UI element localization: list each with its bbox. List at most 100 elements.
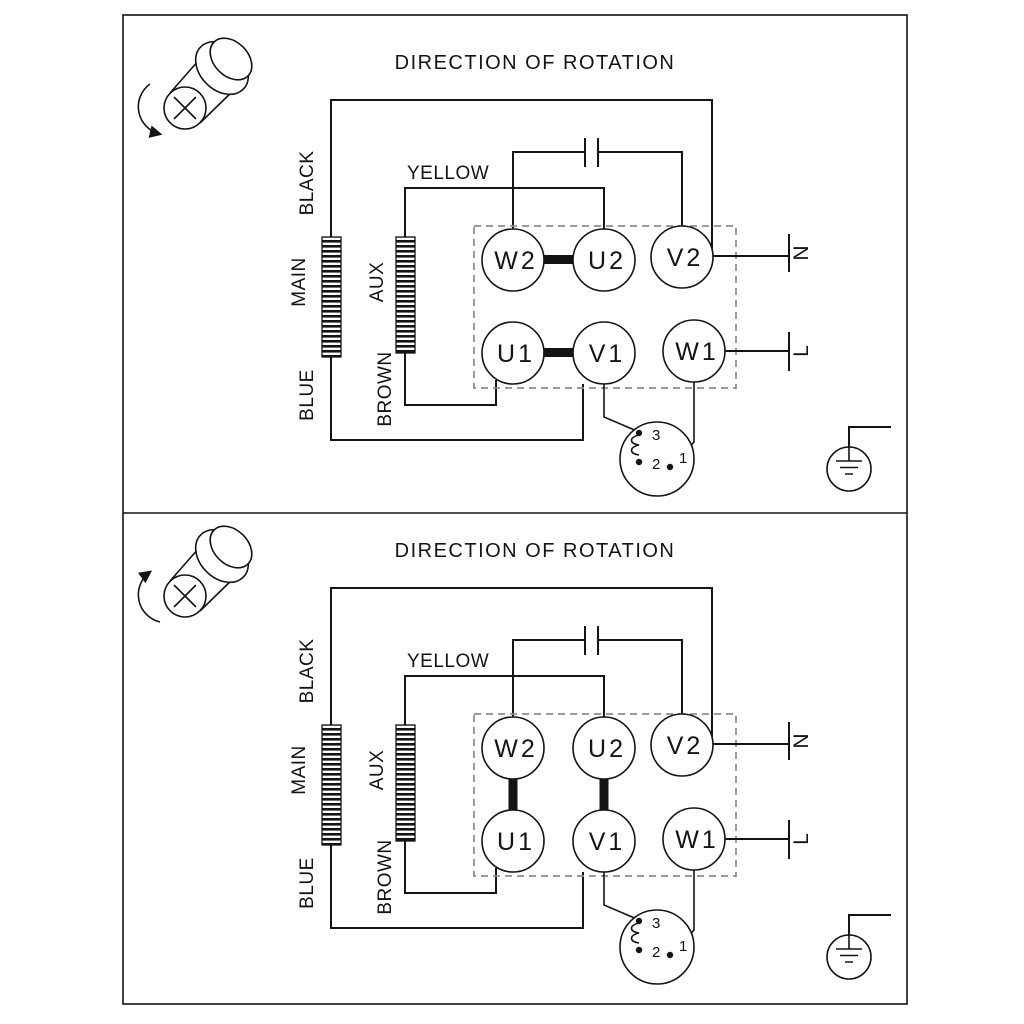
bridge-w2-u1 [508, 777, 518, 812]
terminal-w2: W2 [481, 228, 545, 292]
pin1-label: 1 [679, 450, 687, 467]
label-neutral: N [790, 245, 813, 260]
terminal-label: U2 [588, 247, 626, 275]
terminal-v1: V1 [572, 809, 636, 873]
main-winding-coil [321, 236, 342, 358]
capacitor [512, 138, 683, 229]
terminal-label: U1 [497, 340, 535, 368]
pin1-label: 1 [679, 938, 687, 955]
bridge-u1-v1 [544, 348, 573, 357]
terminal-label: U2 [588, 735, 626, 763]
wire-yellow [404, 675, 605, 725]
terminal-label: V2 [667, 244, 704, 272]
terminal-u1: U1 [481, 321, 545, 385]
thermal-switch-connector: 3 2 1 [603, 870, 695, 985]
windings-bottom [321, 724, 416, 846]
pin3-label: 3 [652, 915, 660, 932]
motor-flange-face [209, 525, 253, 569]
terminal-u2: U2 [572, 716, 636, 780]
terminal-label: W1 [675, 826, 719, 854]
terminal-u2: U2 [572, 228, 636, 292]
terminal-label: V1 [589, 828, 626, 856]
terminal-u1: U1 [481, 809, 545, 873]
shaft-cross [173, 584, 197, 608]
panel-top: DIRECTION OF ROTATION BLACK MAIN BLUE AU… [137, 37, 891, 497]
panel-bottom: DIRECTION OF ROTATION BLACK MAIN BLUE AU… [137, 525, 891, 985]
label-brown: BROWN [375, 839, 396, 914]
capacitor-wire-left [512, 639, 585, 717]
earth-ground-icon [826, 914, 891, 980]
connector-outline [619, 421, 695, 497]
pin2-label: 2 [652, 944, 660, 961]
pin2-dot [635, 458, 643, 466]
connector-outline [619, 909, 695, 985]
windings-top [321, 236, 416, 358]
terminal-w1: W1 [662, 319, 726, 383]
label-blue: BLUE [297, 857, 318, 909]
label-yellow: YELLOW [407, 651, 489, 672]
terminal-v2: V2 [650, 713, 714, 777]
rotation-arrow-cw [137, 83, 163, 138]
terminal-label: W2 [494, 735, 538, 763]
wire-black [330, 587, 713, 737]
wire-blue [330, 845, 584, 929]
aux-winding-coil [395, 236, 416, 354]
ground-symbol [836, 935, 862, 963]
motor-icon [137, 525, 253, 623]
pin2-dot [635, 946, 643, 954]
thermal-coil [630, 434, 640, 456]
thermal-switch-connector: 3 2 1 [603, 382, 695, 497]
terminal-label: W2 [494, 247, 538, 275]
pin1-dot [666, 951, 674, 959]
wire-brown [404, 841, 497, 894]
pin3-dot [635, 917, 643, 925]
terminal-w2: W2 [481, 716, 545, 780]
terminal-v2: V2 [650, 225, 714, 289]
page-border [122, 14, 908, 1005]
pin2-label: 2 [652, 456, 660, 473]
label-main: MAIN [289, 257, 310, 307]
wire-v1-to-pin3 [603, 384, 638, 432]
capacitor-plates [584, 138, 599, 167]
pin1-dot [666, 463, 674, 471]
label-line: L [790, 833, 813, 845]
supply-neutral: N [713, 234, 813, 272]
label-neutral: N [790, 733, 813, 748]
bridge-u2-v1 [599, 777, 609, 812]
motor-flange-face [209, 37, 253, 81]
wire-yellow [404, 187, 605, 237]
outer-border [122, 14, 908, 1005]
wire-v1-to-pin3 [603, 872, 638, 920]
terminal-label: W1 [675, 338, 719, 366]
terminal-label: V1 [589, 340, 626, 368]
earth-ground-icon [826, 426, 891, 492]
label-aux: AUX [367, 262, 388, 303]
thermal-coil [630, 922, 640, 944]
label-yellow: YELLOW [407, 163, 489, 184]
bridge-w2-u2 [544, 255, 573, 264]
label-black: BLACK [297, 151, 318, 216]
wire-brown [404, 353, 497, 406]
shaft-cross [173, 96, 197, 120]
ground-symbol [836, 447, 862, 475]
supply-neutral: N [713, 722, 813, 760]
pin3-label: 3 [652, 427, 660, 444]
supply-line: L [725, 332, 813, 371]
aux-winding-coil [395, 724, 416, 842]
label-brown: BROWN [375, 351, 396, 426]
main-winding-coil [321, 724, 342, 846]
supply-line: L [725, 820, 813, 859]
ground-wire [848, 914, 891, 935]
terminal-v1: V1 [572, 321, 636, 385]
capacitor-plates [584, 626, 599, 655]
label-blue: BLUE [297, 369, 318, 421]
label-black: BLACK [297, 639, 318, 704]
terminal-w1: W1 [662, 807, 726, 871]
wire-black [330, 99, 713, 249]
terminal-board-outline [473, 713, 737, 877]
pin3-dot [635, 429, 643, 437]
capacitor-wire-left [512, 151, 585, 229]
label-aux: AUX [367, 750, 388, 791]
terminal-board-outline [473, 225, 737, 389]
